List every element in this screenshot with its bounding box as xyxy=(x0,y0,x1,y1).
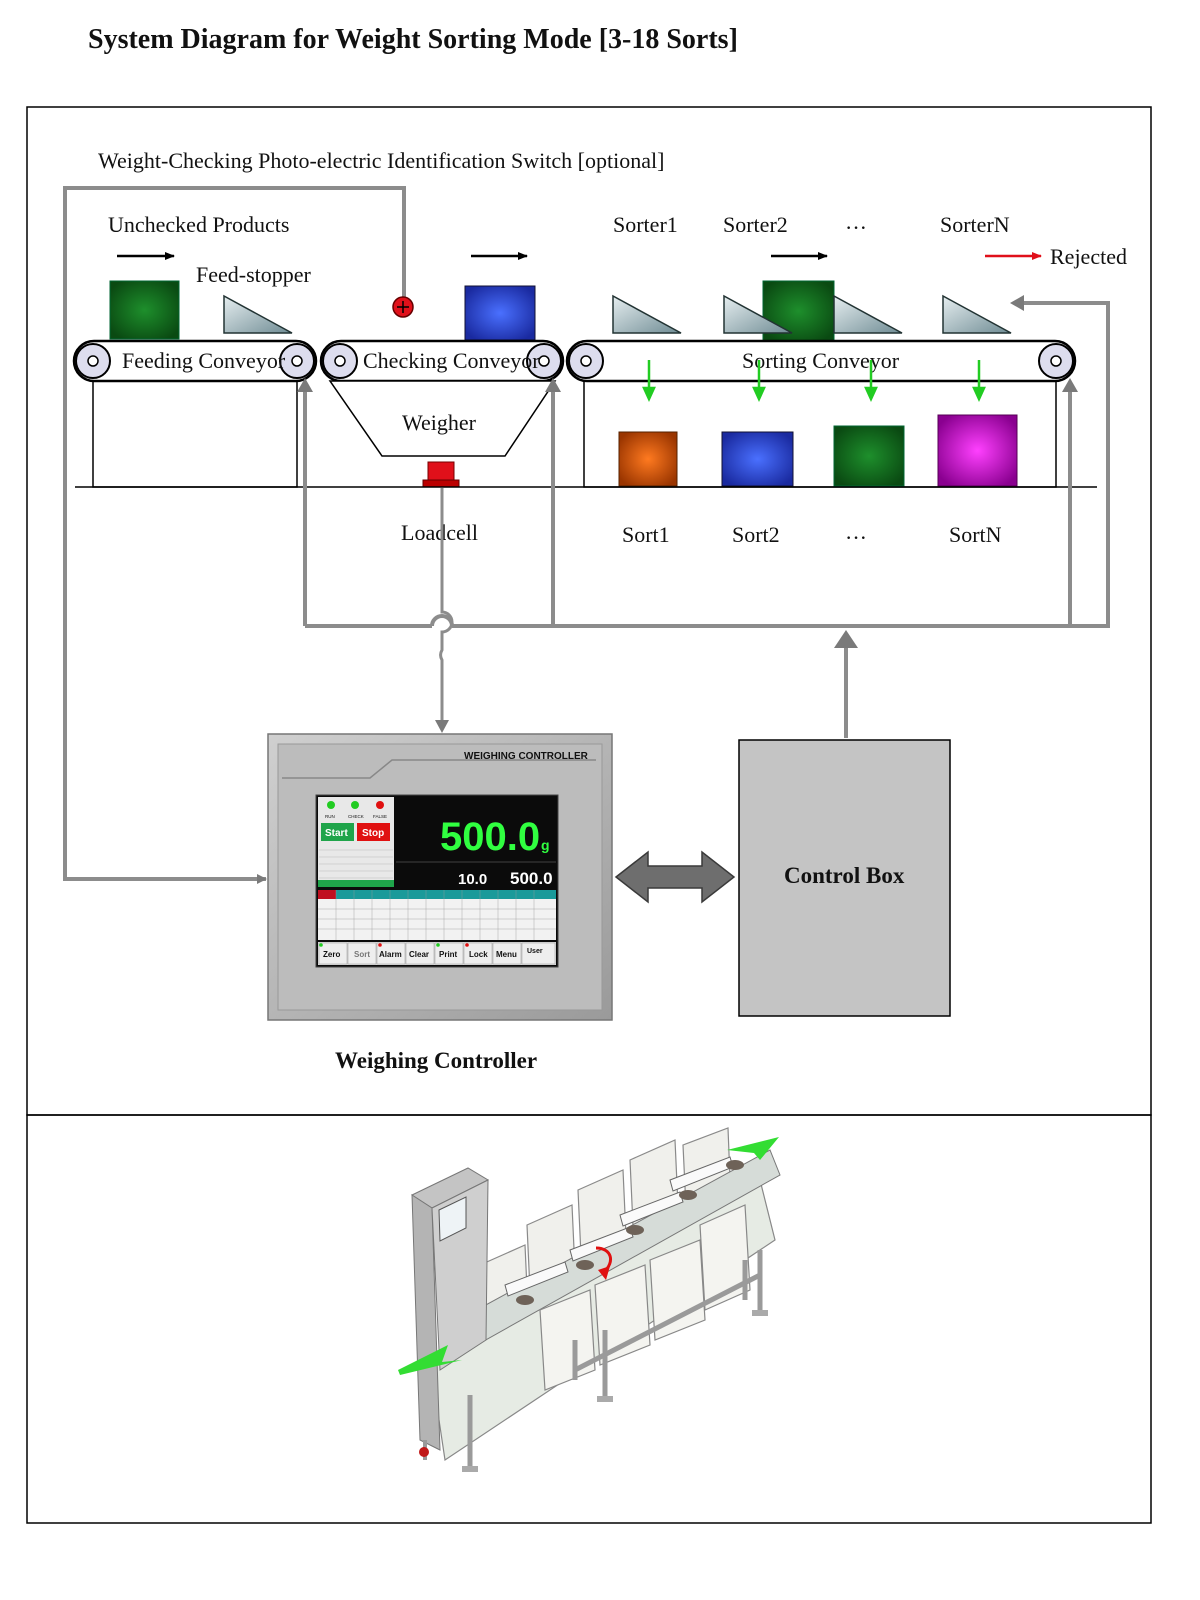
sorting-conveyor: Sorting Conveyor xyxy=(565,339,1077,488)
photo-switch-label: Weight-Checking Photo-electric Identific… xyxy=(98,148,664,173)
svg-text:Menu: Menu xyxy=(496,950,517,959)
checking-conveyor: Checking Conveyor xyxy=(319,339,565,383)
sub-readout-2: 500.0 xyxy=(510,869,553,888)
run-indicator xyxy=(327,801,335,809)
loadcell-icon xyxy=(422,461,460,488)
user-button[interactable] xyxy=(521,942,556,965)
feeding-conveyor-label: Feeding Conveyor xyxy=(122,348,286,373)
control-box xyxy=(738,739,951,1017)
weighing-controller-device: WEIGHING CONTROLLER RUN CHECK FALSE Star… xyxy=(267,733,613,1021)
feeding-conveyor: Feeding Conveyor xyxy=(72,339,318,488)
svg-text:g: g xyxy=(541,837,550,853)
svg-text:Print: Print xyxy=(439,950,458,959)
checking-conveyor-label: Checking Conveyor xyxy=(363,348,540,373)
sorterN-icon xyxy=(942,294,1012,334)
start-button[interactable] xyxy=(321,823,354,841)
drop-arrows xyxy=(642,360,986,403)
machine-screen-icon xyxy=(438,1196,467,1242)
sort1-label: Sort1 xyxy=(622,522,670,547)
menu-button[interactable] xyxy=(492,942,522,965)
svg-text:Zero: Zero xyxy=(323,950,340,959)
photo-frame xyxy=(26,1114,1152,1524)
inflow-arrow-icon xyxy=(398,1345,462,1375)
clear-button[interactable] xyxy=(405,942,435,965)
svg-text:Lock: Lock xyxy=(469,950,488,959)
zero-button[interactable] xyxy=(318,942,348,965)
feed-stopper-label: Feed-stopper xyxy=(196,262,312,287)
sort2-label: Sort2 xyxy=(732,522,780,547)
false-indicator xyxy=(376,801,384,809)
alarm-button[interactable] xyxy=(376,942,406,965)
sorterN-label: SorterN xyxy=(940,212,1010,237)
sortN-label: SortN xyxy=(949,522,1002,547)
control-box-label: Control Box xyxy=(784,863,905,888)
lock-button[interactable] xyxy=(463,942,493,965)
feed-stopper-icon xyxy=(223,294,293,334)
weigher-label: Weigher xyxy=(402,410,477,435)
sorter1-label: Sorter1 xyxy=(613,212,678,237)
weigher xyxy=(328,380,557,457)
sub-readout-1: 10.0 xyxy=(458,871,487,888)
svg-text:Alarm: Alarm xyxy=(379,950,402,959)
sorter2-icon xyxy=(723,294,793,334)
checking-product xyxy=(464,285,536,341)
unchecked-product xyxy=(109,280,180,340)
sort-button[interactable] xyxy=(347,942,377,965)
control-bus xyxy=(303,301,1110,738)
photo-switch-line xyxy=(63,186,406,884)
print-button[interactable] xyxy=(434,942,464,965)
rejected-label: Rejected xyxy=(1050,244,1127,269)
sorting-conveyor-label: Sorting Conveyor xyxy=(742,348,900,373)
svg-text:Start: Start xyxy=(325,828,348,839)
sorter2-label: Sorter2 xyxy=(723,212,788,237)
unchecked-products-label: Unchecked Products xyxy=(108,212,289,237)
sortN-bin xyxy=(937,414,1018,487)
sorter3-icon xyxy=(833,294,903,334)
check-indicator xyxy=(351,801,359,809)
sort-ellipsis: ··· xyxy=(845,525,867,550)
sorting-machine-illustration xyxy=(398,1127,781,1472)
sorter-ellipsis: ··· xyxy=(845,215,867,240)
main-weight-readout: 500.0 xyxy=(440,815,540,859)
weighing-controller-label: Weighing Controller xyxy=(335,1048,537,1073)
sort2-bin xyxy=(721,431,794,487)
loadcell-label: Loadcell xyxy=(401,520,478,545)
stop-button[interactable] xyxy=(357,823,390,841)
svg-text:Sort: Sort xyxy=(354,950,370,959)
svg-text:User: User xyxy=(527,948,543,955)
outflow-arrow-icon xyxy=(727,1137,779,1160)
svg-text:RUN: RUN xyxy=(325,814,335,819)
sort1-bin xyxy=(618,431,678,487)
loadcell-signal-line xyxy=(439,488,454,722)
svg-text:Stop: Stop xyxy=(362,828,384,839)
svg-text:CHECK: CHECK xyxy=(348,814,364,819)
page-title: System Diagram for Weight Sorting Mode [… xyxy=(88,24,738,55)
sorter1-icon xyxy=(612,294,682,334)
controller-brand-label: WEIGHING CONTROLLER xyxy=(464,751,589,762)
svg-text:Clear: Clear xyxy=(409,950,429,959)
communication-double-arrow xyxy=(614,850,736,904)
svg-text:FALSE: FALSE xyxy=(373,814,387,819)
sort3-bin xyxy=(833,425,905,487)
